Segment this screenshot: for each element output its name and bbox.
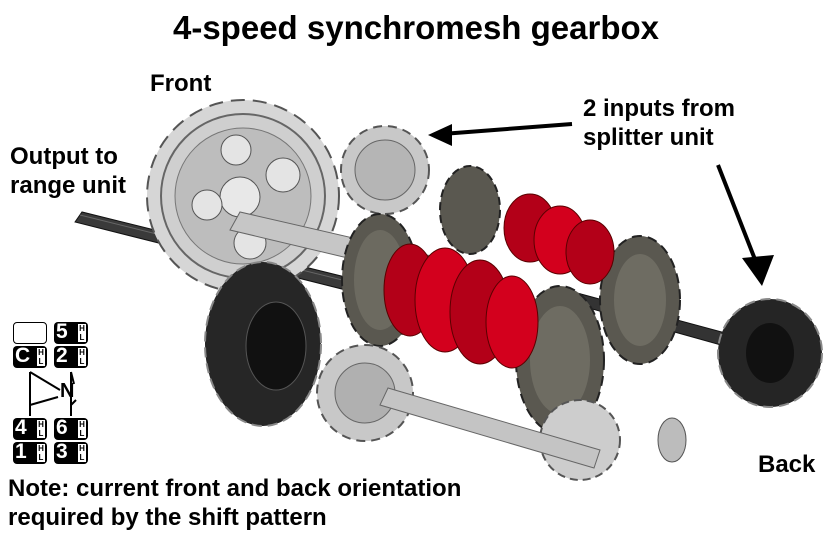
- gear-2-label: 2: [56, 346, 68, 368]
- inputs-label-line-2: splitter unit: [583, 124, 735, 153]
- output-label-line-1: Output to: [10, 143, 126, 172]
- front-large-gear: [147, 100, 339, 292]
- diagram-title: 4-speed synchromesh gearbox: [0, 8, 832, 48]
- note-line-2: required by the shift pattern: [8, 504, 461, 533]
- inputs-label-line-1: 2 inputs from: [583, 95, 735, 124]
- gear-1-label: 1: [15, 442, 27, 464]
- gear-c-label: C: [15, 346, 30, 368]
- output-label: Output to range unit: [10, 143, 126, 201]
- front-label: Front: [150, 70, 211, 99]
- inputs-label: 2 inputs from splitter unit: [583, 95, 735, 153]
- orientation-note: Note: current front and back orientation…: [8, 475, 461, 533]
- lower-light-gears: [317, 345, 686, 480]
- note-line-1: Note: current front and back orientation: [8, 475, 461, 504]
- output-label-line-2: range unit: [10, 172, 126, 201]
- input-gear-top: [341, 126, 429, 214]
- gear-3-label: 3: [56, 442, 68, 464]
- neutral-label: N: [60, 380, 74, 403]
- shift-tile-blank: [13, 322, 47, 344]
- gear-5-label: 5: [56, 322, 68, 344]
- gear-6-label: 6: [56, 418, 68, 440]
- gear-4-label: 4: [15, 418, 27, 440]
- back-label: Back: [758, 451, 815, 480]
